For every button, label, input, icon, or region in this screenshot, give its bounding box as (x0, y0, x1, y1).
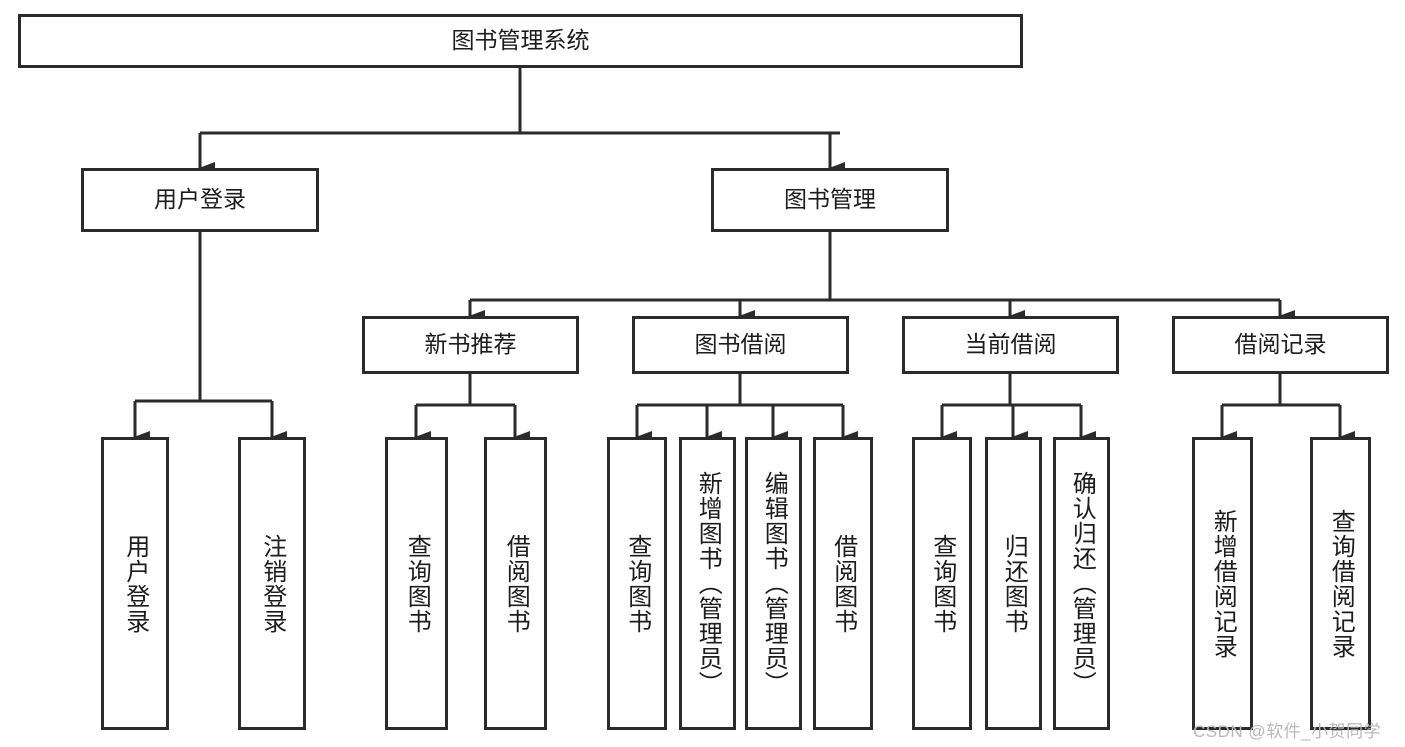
node-new-book-recommendation[interactable]: 新书推荐 (362, 316, 579, 374)
node-leaf-label: 新增图书（管理员） (694, 471, 722, 696)
node-leaf-label: 编辑图书（管理员） (760, 471, 788, 696)
node-borrow-records-label: 借阅记录 (1234, 331, 1327, 358)
node-root-system[interactable]: 图书管理系统 (18, 14, 1023, 68)
node-leaf[interactable]: 查询图书 (385, 437, 448, 730)
node-leaf-label: 借阅图书 (502, 533, 530, 634)
node-leaf[interactable]: 借阅图书 (813, 437, 873, 730)
node-leaf[interactable]: 新增借阅记录 (1192, 437, 1253, 730)
node-book-management[interactable]: 图书管理 (711, 168, 949, 232)
node-root-label: 图书管理系统 (451, 27, 590, 54)
node-leaf[interactable]: 用户登录 (101, 437, 169, 730)
node-leaf-label: 借阅图书 (829, 533, 857, 634)
node-leaf-label: 注销登录 (258, 533, 286, 634)
node-current-borrowing[interactable]: 当前借阅 (902, 316, 1119, 374)
node-leaf[interactable]: 确认归还（管理员） (1053, 437, 1110, 730)
node-book-borrowing-label: 图书借阅 (694, 331, 787, 358)
node-leaf[interactable]: 查询图书 (912, 437, 972, 730)
node-leaf-label: 确认归还（管理员） (1068, 471, 1096, 696)
node-borrow-records[interactable]: 借阅记录 (1172, 316, 1389, 374)
node-leaf[interactable]: 注销登录 (238, 437, 306, 730)
node-current-borrowing-label: 当前借阅 (964, 331, 1057, 358)
node-leaf-label: 查询图书 (623, 533, 651, 634)
node-leaf-label: 查询图书 (928, 533, 956, 634)
node-new-book-recommendation-label: 新书推荐 (424, 331, 517, 358)
node-leaf[interactable]: 归还图书 (985, 437, 1042, 730)
node-leaf[interactable]: 新增图书（管理员） (679, 437, 736, 730)
node-leaf[interactable]: 查询借阅记录 (1310, 437, 1371, 730)
node-leaf-label: 新增借阅记录 (1209, 508, 1237, 659)
node-leaf-label: 归还图书 (1000, 533, 1028, 634)
node-leaf-label: 用户登录 (121, 533, 149, 634)
node-leaf-label: 查询图书 (403, 533, 431, 634)
node-leaf[interactable]: 借阅图书 (484, 437, 547, 730)
node-user-login-label: 用户登录 (154, 186, 246, 213)
node-book-management-label: 图书管理 (784, 186, 876, 213)
node-book-borrowing[interactable]: 图书借阅 (632, 316, 849, 374)
node-user-login[interactable]: 用户登录 (81, 168, 319, 232)
node-leaf[interactable]: 编辑图书（管理员） (745, 437, 802, 730)
node-leaf-label: 查询借阅记录 (1327, 508, 1355, 659)
node-leaf[interactable]: 查询图书 (607, 437, 667, 730)
